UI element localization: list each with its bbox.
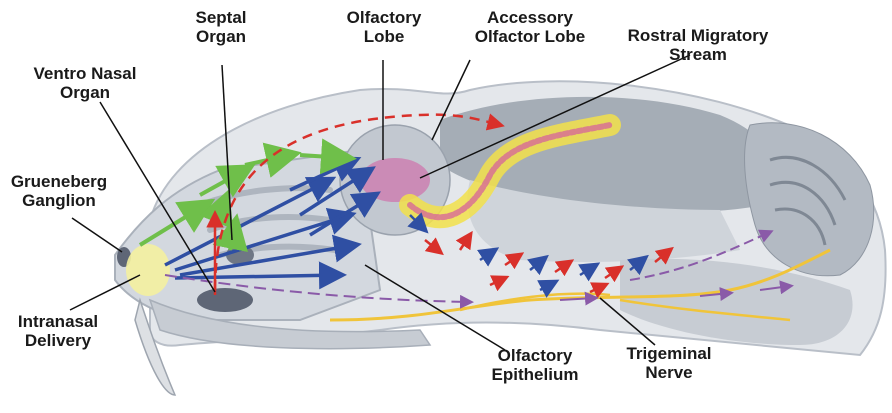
label-ventro-line2: Organ bbox=[20, 83, 150, 102]
label-trigeminal-line1: Trigeminal bbox=[614, 344, 724, 363]
label-rostral-migratory-stream: Rostral Migratory Stream bbox=[618, 26, 778, 64]
label-epithelium-line1: Olfactory bbox=[480, 346, 590, 365]
label-accessory-olfactor-lobe: Accessory Olfactor Lobe bbox=[460, 8, 600, 46]
label-septal-organ-line1: Septal bbox=[176, 8, 266, 27]
label-septal-organ: Septal Organ bbox=[176, 8, 266, 46]
label-olfactory-lobe-line2: Lobe bbox=[334, 27, 434, 46]
label-intranasal-line1: Intranasal bbox=[6, 312, 110, 331]
ventro-nasal-organ-shape bbox=[197, 288, 253, 312]
label-grueneberg-line1: Grueneberg bbox=[4, 172, 114, 191]
label-accessory-line1: Accessory bbox=[460, 8, 600, 27]
label-ventro-nasal-organ: Ventro Nasal Organ bbox=[20, 64, 150, 102]
label-intranasal-line2: Delivery bbox=[6, 331, 110, 350]
label-intranasal-delivery: Intranasal Delivery bbox=[6, 312, 110, 350]
label-ventro-line1: Ventro Nasal bbox=[20, 64, 150, 83]
intranasal-delivery-spot bbox=[126, 244, 170, 296]
label-trigeminal-line2: Nerve bbox=[614, 363, 724, 382]
label-grueneberg-ganglion: Grueneberg Ganglion bbox=[4, 172, 114, 210]
label-epithelium-line2: Epithelium bbox=[480, 365, 590, 384]
leader-grueneberg-ganglion bbox=[72, 218, 122, 252]
label-olfactory-lobe: Olfactory Lobe bbox=[334, 8, 434, 46]
label-rostral-line1: Rostral Migratory bbox=[618, 26, 778, 45]
label-olfactory-epithelium: Olfactory Epithelium bbox=[480, 346, 590, 384]
label-trigeminal-nerve: Trigeminal Nerve bbox=[614, 344, 724, 382]
label-accessory-line2: Olfactor Lobe bbox=[460, 27, 600, 46]
label-olfactory-lobe-line1: Olfactory bbox=[334, 8, 434, 27]
olfactory-lobe-cloud bbox=[360, 158, 430, 202]
label-grueneberg-line2: Ganglion bbox=[4, 191, 114, 210]
label-septal-organ-line2: Organ bbox=[176, 27, 266, 46]
label-rostral-line2: Stream bbox=[618, 45, 778, 64]
